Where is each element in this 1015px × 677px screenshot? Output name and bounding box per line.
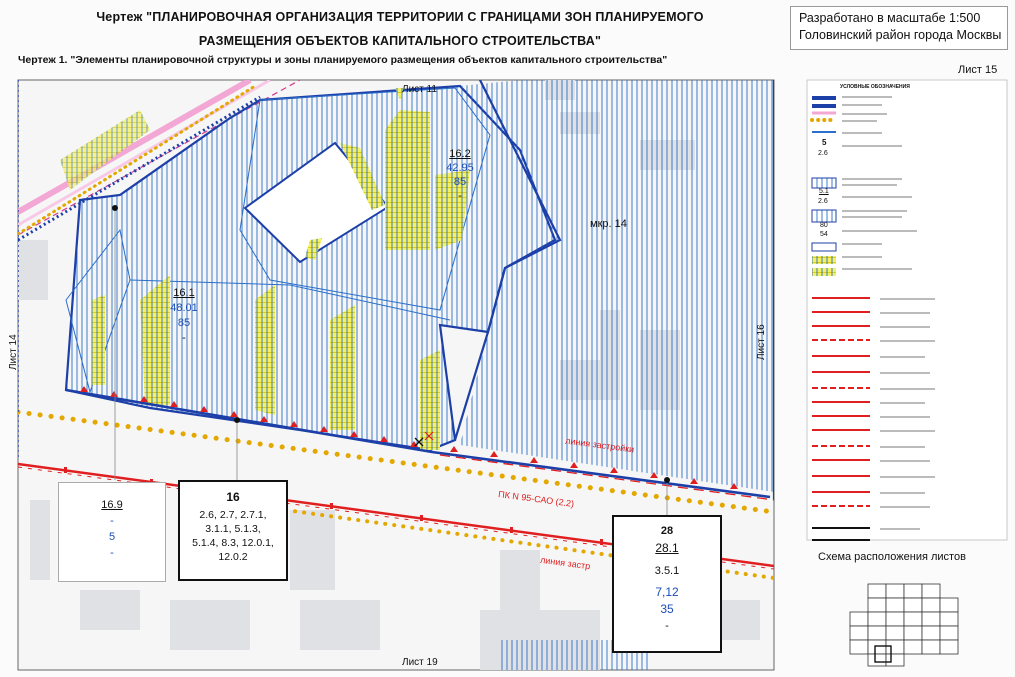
point-marker xyxy=(414,437,424,447)
district-text: Головинский район города Москвы xyxy=(799,28,1002,42)
sheet-label-bottom: Лист 19 xyxy=(402,657,438,668)
sheet-label-top: Лист 11 xyxy=(402,84,437,95)
zone-mkr14-hatch xyxy=(460,80,774,492)
legend-num-26: 2.6 xyxy=(818,150,828,157)
key-map-title: Схема расположения листов xyxy=(818,551,966,563)
yellow-dot-line-top xyxy=(18,84,257,236)
scale-box: Разработано в масштабе 1:500 Головинский… xyxy=(790,6,1008,50)
legend-num-51: 5.1 xyxy=(819,188,829,195)
info-box-16: 16 2.6, 2.7, 2.7.1, 3.1.1, 5.1.3, 5.1.4,… xyxy=(178,480,288,581)
sheet-layout-key-map xyxy=(849,583,959,667)
legend-num-5: 5 xyxy=(822,138,827,147)
legend-num-26b: 2.6 xyxy=(818,198,828,205)
red-triangles-boundary xyxy=(80,386,738,489)
sheet-number: Лист 15 xyxy=(958,64,998,76)
legend-num-54: 54 xyxy=(820,231,828,238)
legend-graphics xyxy=(806,79,1008,541)
info-box-16-9: 16.9 - 5 - xyxy=(58,482,166,582)
drawing-title-line1: Чертеж "ПЛАНИРОВОЧНАЯ ОРГАНИЗАЦИЯ ТЕРРИТ… xyxy=(96,10,704,24)
microdistrict-label: мкр. 14 xyxy=(590,218,627,230)
info-box-28: 28 28.1 3.5.1 7,12 35 - xyxy=(612,515,722,653)
sheet-label-right: Лист 16 xyxy=(756,324,767,360)
yellow-zones xyxy=(60,88,470,450)
scale-text: Разработано в масштабе 1:500 xyxy=(799,11,981,25)
zone-16-2-label: 16.2 42.95 85 - xyxy=(446,148,474,202)
legend-num-80: 80 xyxy=(820,222,828,229)
drawing-subtitle: Чертеж 1. "Элементы планировочной структ… xyxy=(18,54,668,66)
sheet-label-left: Лист 14 xyxy=(8,334,19,370)
zone-16-1-label: 16.1 48.01 85 - xyxy=(170,287,198,344)
drawing-title-line2: РАЗМЕЩЕНИЯ ОБЪЕКТОВ КАПИТАЛЬНОГО СТРОИТЕ… xyxy=(198,34,602,48)
legend-title: УСЛОВНЫЕ ОБОЗНАЧЕНИЯ xyxy=(840,84,910,90)
